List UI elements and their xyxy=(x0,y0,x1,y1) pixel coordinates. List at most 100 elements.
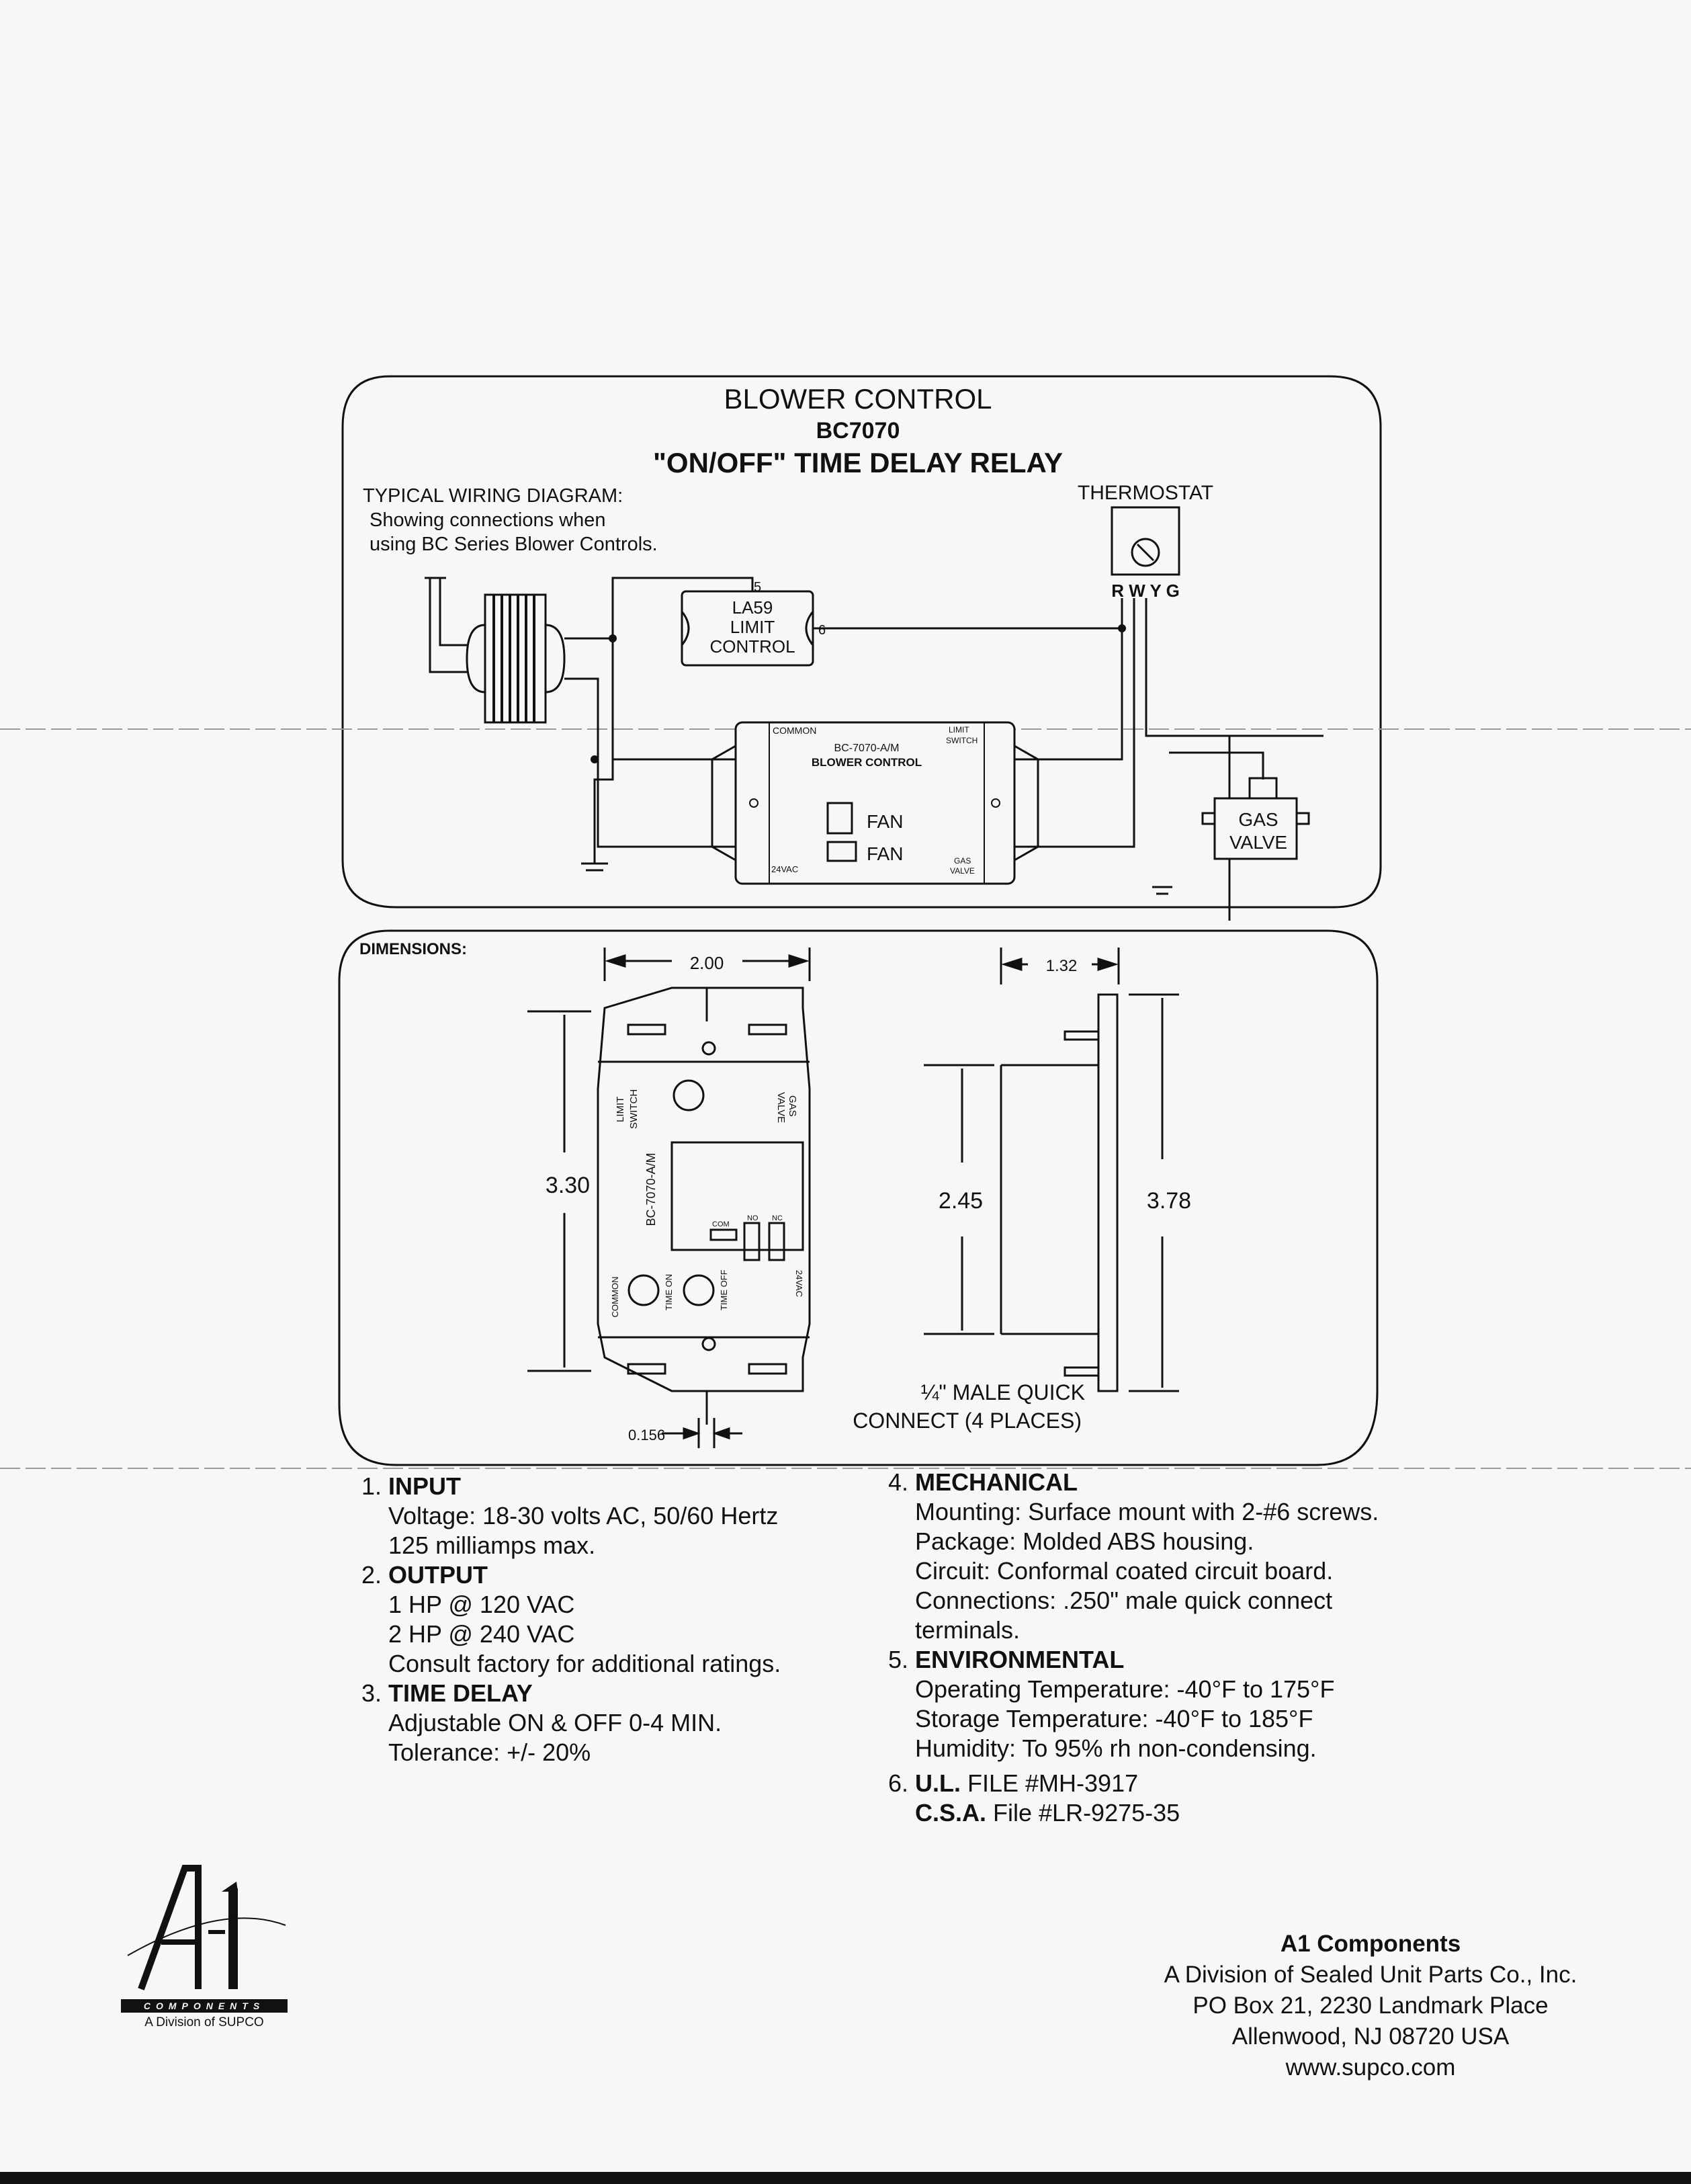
quick-connect-1: ¼" MALE QUICK xyxy=(921,1380,1085,1404)
spec-title: INPUT xyxy=(388,1472,461,1500)
dim-inner-height: 2.45 xyxy=(939,1188,983,1214)
spec-line: Connections: .250" male quick connect xyxy=(915,1587,1333,1614)
dim-height: 3.30 xyxy=(546,1173,590,1198)
scan-edge xyxy=(0,2172,1691,2184)
wiring-subtitle: "ON/OFF" TIME DELAY RELAY xyxy=(653,447,1063,478)
spec-title: OUTPUT xyxy=(388,1561,488,1589)
wiring-model: BC7070 xyxy=(816,418,900,444)
spec-line: Package: Molded ABS housing. xyxy=(915,1527,1254,1555)
spec-line: 2 HP @ 240 VAC xyxy=(388,1620,575,1648)
limit-control xyxy=(681,590,814,667)
thermostat xyxy=(1111,506,1180,576)
module-limit-2: SWITCH xyxy=(946,736,978,745)
face-limit-1: LIMIT xyxy=(615,1097,626,1122)
dim-width: 2.00 xyxy=(690,953,724,973)
side-view xyxy=(1000,993,1119,1392)
ul-label: U.L. xyxy=(915,1769,961,1797)
spec-line: Tolerance: +/- 20% xyxy=(388,1738,591,1766)
module-gas-2: VALVE xyxy=(950,866,975,876)
limit-label-3: CONTROL xyxy=(709,636,795,657)
face-gas-1: GAS xyxy=(787,1095,798,1117)
spec-line: Voltage: 18-30 volts AC, 50/60 Hertz xyxy=(388,1502,779,1529)
face-no: NO xyxy=(747,1214,758,1222)
front-view xyxy=(597,986,811,1425)
logo-components: COMPONENTS xyxy=(121,1999,288,2013)
spec-title: TIME DELAY xyxy=(388,1679,533,1707)
ul-num: 6. xyxy=(888,1769,909,1797)
csa-text: File #LR-9275-35 xyxy=(986,1799,1180,1826)
thermostat-label: THERMOSTAT xyxy=(1078,482,1213,504)
spec-line: Mounting: Surface mount with 2-#6 screws… xyxy=(915,1498,1379,1525)
dim-depth: 1.32 xyxy=(1046,957,1078,975)
showing-line-1: Showing connections when xyxy=(370,509,605,531)
spec-heading: 5.ENVIRONMENTAL xyxy=(888,1645,1379,1675)
a1-logo: COMPONENTS A Division of SUPCO xyxy=(121,1861,296,2036)
transformer xyxy=(466,593,566,724)
limit-terminal-6: 6 xyxy=(818,623,826,638)
limit-label-1: LA59 xyxy=(732,597,773,618)
dimensions-label: DIMENSIONS: xyxy=(359,940,467,958)
wiring-title: BLOWER CONTROL xyxy=(724,383,992,415)
face-gas-2: VALVE xyxy=(775,1092,787,1123)
typical-label: TYPICAL WIRING DIAGRAM: xyxy=(363,485,623,507)
wiring-panel-border xyxy=(341,375,1382,909)
module-model: BC-7070-A/M xyxy=(834,743,900,754)
face-common: COMMON xyxy=(610,1277,620,1318)
spec-heading: 4.MECHANICAL xyxy=(888,1468,1379,1497)
company-website[interactable]: www.supco.com xyxy=(1285,2054,1456,2081)
spec-line: Operating Temperature: -40°F to 175°F xyxy=(915,1675,1335,1703)
gas-valve-label-1: GAS xyxy=(1238,809,1278,830)
face-limit-2: SWITCH xyxy=(628,1089,640,1129)
spec-title: MECHANICAL xyxy=(915,1468,1078,1496)
company-name: A1 Components xyxy=(1280,1931,1461,1957)
face-com: COM xyxy=(712,1220,730,1228)
spec-number: 1. xyxy=(361,1472,382,1500)
spec-line: 1 HP @ 120 VAC xyxy=(388,1591,575,1618)
csa-label: C.S.A. xyxy=(915,1799,987,1826)
gas-valve xyxy=(1201,777,1310,860)
module-fan-2: FAN xyxy=(867,843,903,864)
face-time-on: TIME ON xyxy=(664,1274,674,1310)
ul-text: FILE #MH-3917 xyxy=(961,1769,1139,1797)
spec-title: ENVIRONMENTAL xyxy=(915,1646,1125,1673)
spec-line: 125 milliamps max. xyxy=(388,1531,596,1559)
spec-line: Circuit: Conformal coated circuit board. xyxy=(915,1557,1334,1585)
quick-connect-2: CONNECT (4 PLACES) xyxy=(853,1409,1082,1433)
showing-line-2: using BC Series Blower Controls. xyxy=(370,534,658,555)
spec-line: Consult factory for additional ratings. xyxy=(388,1650,781,1677)
company-line-2: PO Box 21, 2230 Landmark Place xyxy=(1193,1992,1549,2019)
module-fan-1: FAN xyxy=(867,811,903,832)
spec-number: 2. xyxy=(361,1561,382,1589)
module-limit-1: LIMIT xyxy=(949,725,969,734)
company-line-3: Allenwood, NJ 08720 USA xyxy=(1231,2023,1510,2050)
limit-terminal-5: 5 xyxy=(754,580,761,595)
thermostat-terminals: R W Y G xyxy=(1111,581,1180,601)
module-common: COMMON xyxy=(773,725,816,736)
company-address: A1 Components A Division of Sealed Unit … xyxy=(1115,1929,1626,2083)
module-name: BLOWER CONTROL xyxy=(812,756,922,769)
spec-ul: 6.U.L. FILE #MH-3917 C.S.A. File #LR-927… xyxy=(888,1769,1180,1828)
spec-heading: 2.OUTPUT xyxy=(361,1560,781,1590)
logo-division: A Division of SUPCO xyxy=(144,2015,264,2029)
module-gas-1: GAS xyxy=(954,856,971,866)
face-nc: NC xyxy=(772,1214,783,1222)
blower-control-module xyxy=(711,721,1039,885)
dim-tab: 0.156 xyxy=(628,1427,665,1443)
spec-line: Adjustable ON & OFF 0-4 MIN. xyxy=(388,1709,722,1736)
dimensions-panel-border xyxy=(338,929,1379,1466)
spec-heading: 3.TIME DELAY xyxy=(361,1679,781,1708)
spec-number: 5. xyxy=(888,1646,909,1673)
dimensions-diagram: DIMENSIONS: LIMIT SWITCH GAS VALVE BC-70… xyxy=(0,929,1691,1469)
face-24vac: 24VAC xyxy=(794,1270,804,1297)
spec-number: 4. xyxy=(888,1468,909,1496)
wiring-diagram: BLOWER CONTROL BC7070 "ON/OFF" TIME DELA… xyxy=(0,375,1691,921)
a1-logo-mark xyxy=(127,1865,286,1990)
spec-line: Humidity: To 95% rh non-condensing. xyxy=(915,1734,1317,1762)
face-time-off: TIME OFF xyxy=(719,1269,729,1310)
spec-number: 3. xyxy=(361,1679,382,1707)
dim-overall-height: 3.78 xyxy=(1147,1188,1191,1214)
company-line-1: A Division of Sealed Unit Parts Co., Inc… xyxy=(1164,1962,1577,1988)
spec-line: terminals. xyxy=(915,1616,1021,1644)
